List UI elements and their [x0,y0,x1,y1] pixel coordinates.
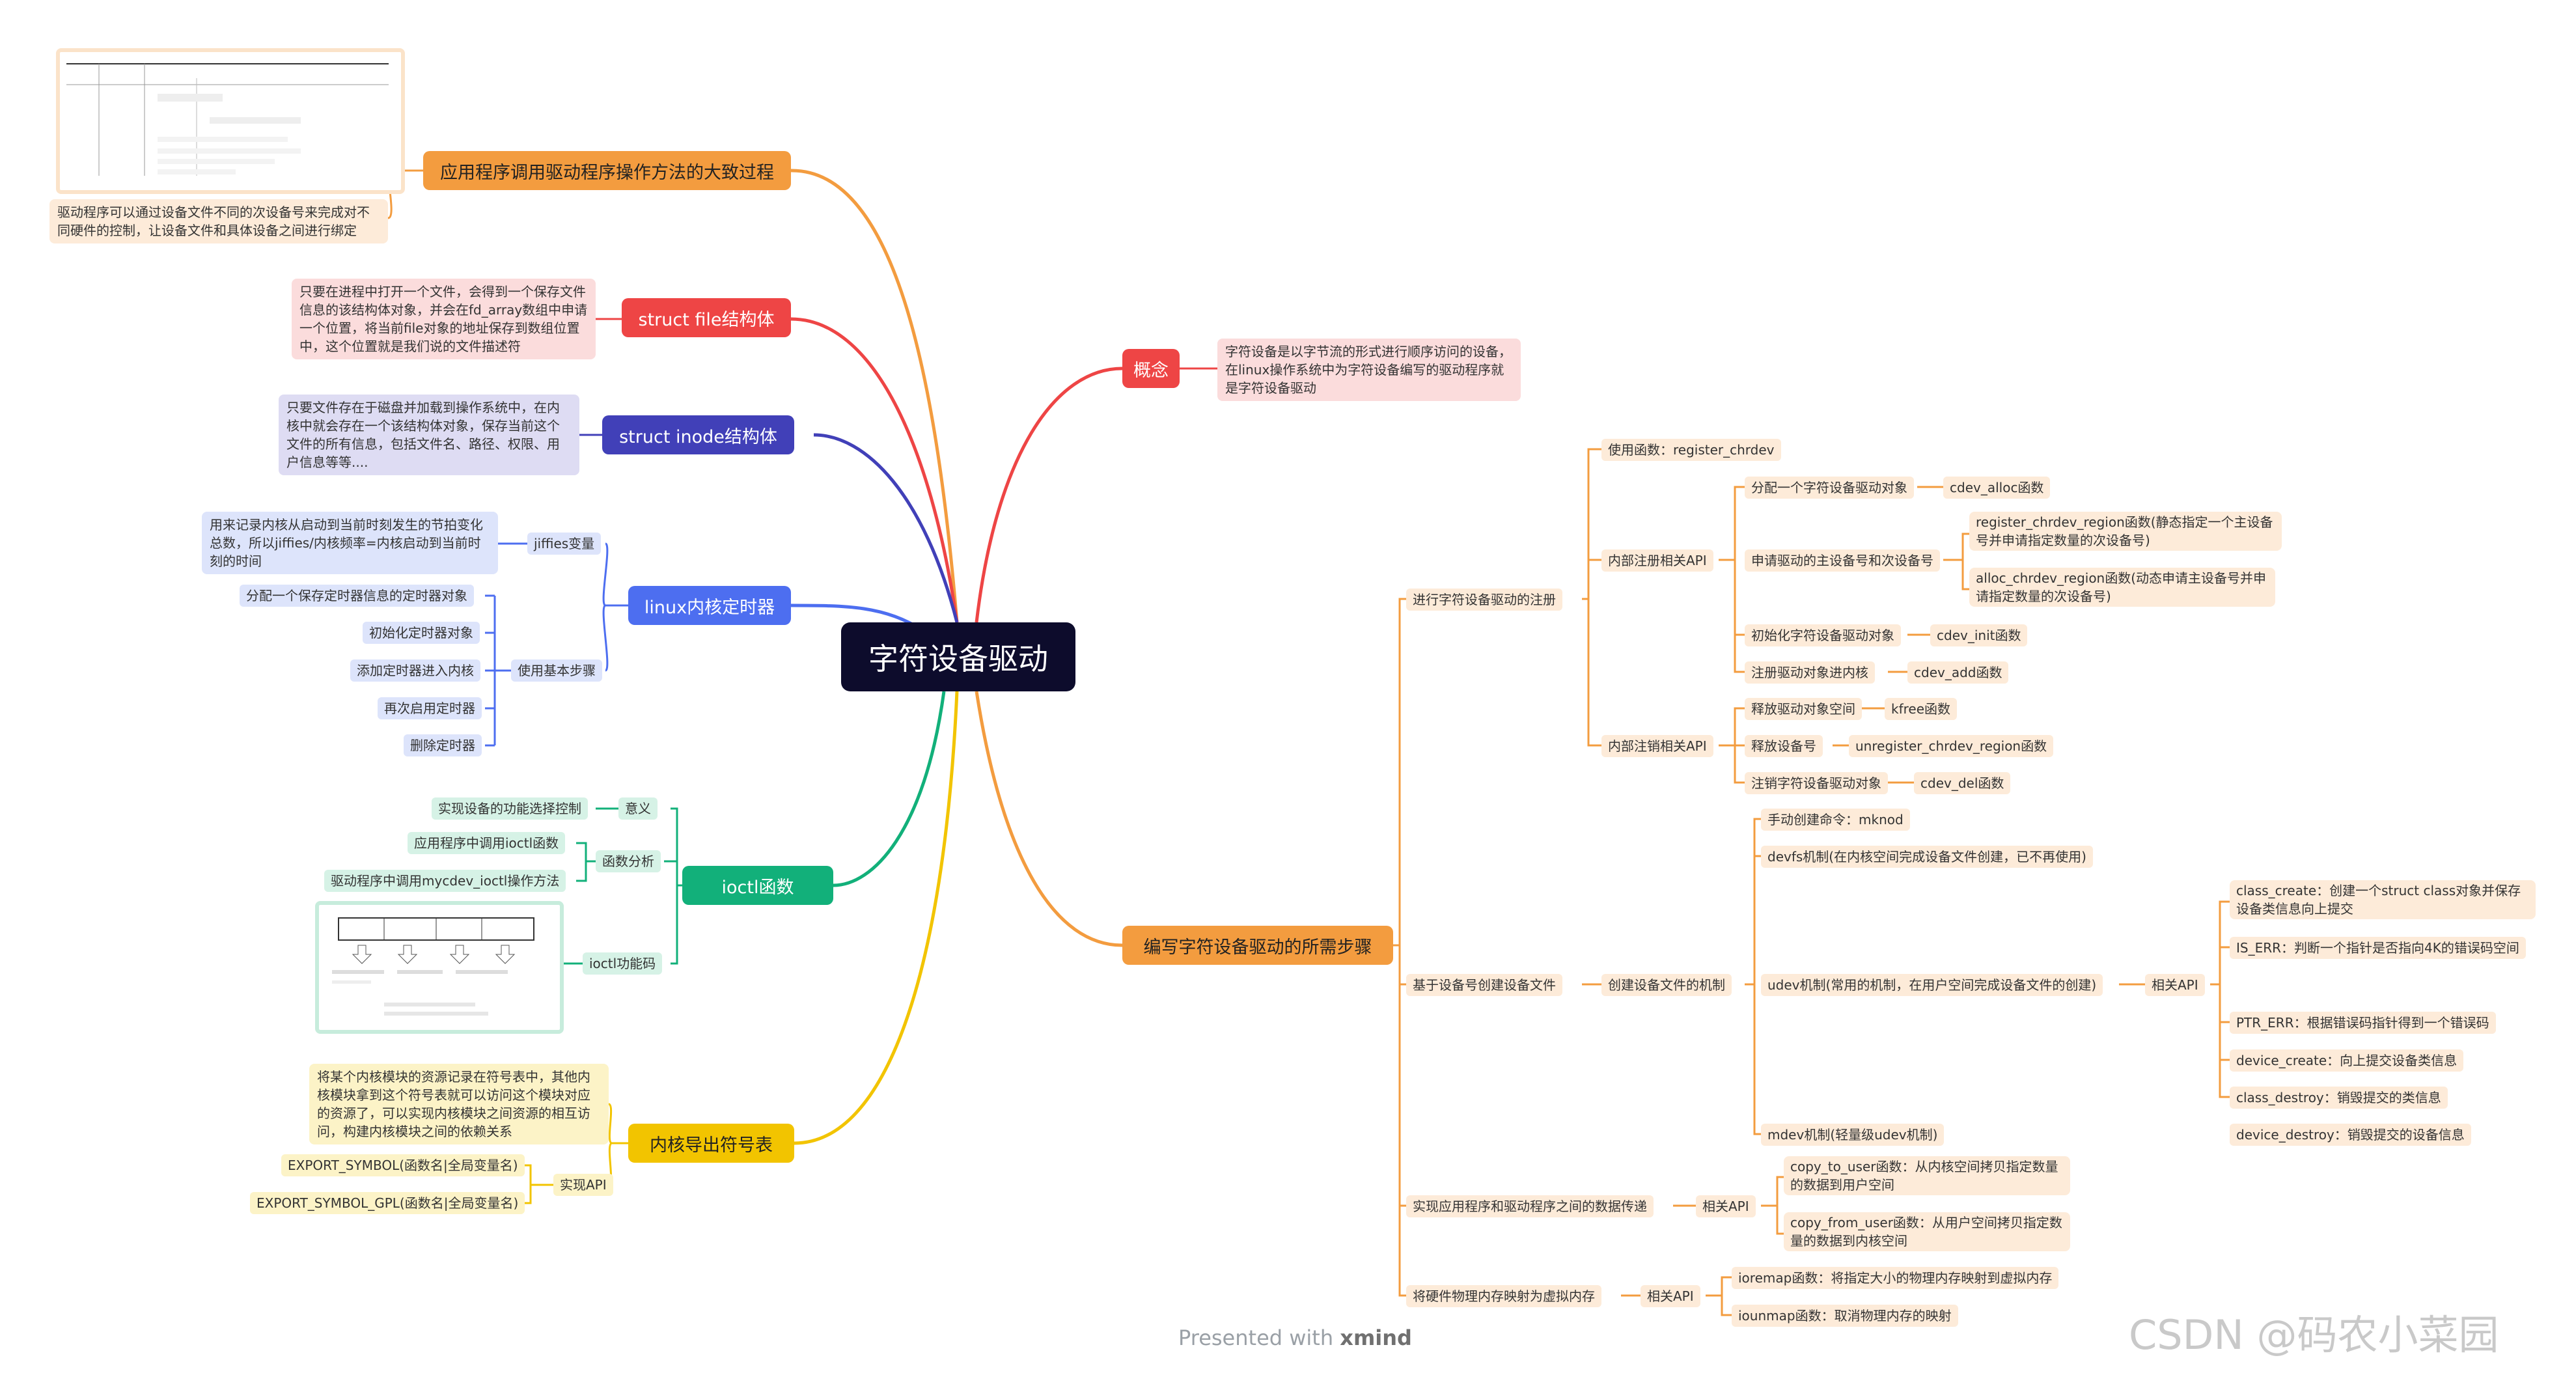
transfer-label[interactable]: 实现应用程序和驱动程序之间的数据传递 [1406,1195,1654,1217]
udev-api-ptr-err[interactable]: PTR_ERR：根据错误码指针得到一个错误码 [2230,1012,2496,1034]
concept-note: 字符设备是以字节流的形式进行顺序访问的设备，在linux操作系统中为字符设备编写… [1217,339,1521,401]
devfile-label[interactable]: 基于设备号创建设备文件 [1406,974,1562,996]
export-symbol-gpl[interactable]: EXPORT_SYMBOL_GPL(函数名|全局变量名) [250,1192,525,1214]
unreg-func-unregister-region[interactable]: unregister_chrdev_region函数 [1849,735,2054,757]
export-symbol[interactable]: EXPORT_SYMBOL(函数名|全局变量名) [281,1154,525,1176]
ioctl-analysis-app[interactable]: 应用程序中调用ioctl函数 [408,832,566,854]
branch-export-symbol[interactable]: 内核导出符号表 [628,1124,794,1163]
ioctl-code-label[interactable]: ioctl功能码 [583,952,663,975]
unreg-func-kfree[interactable]: kfree函数 [1885,698,1958,720]
ioctl-code-diagram-image [315,901,564,1034]
reg-func-register-chrdev-region[interactable]: register_chrdev_region函数(静态指定一个主设备号并申请指定… [1969,512,2282,551]
udev-api-device-create[interactable]: device_create：向上提交设备类信息 [2230,1049,2464,1072]
app-flow-diagram-image [56,48,405,194]
unreg-item-free[interactable]: 释放驱动对象空间 [1745,698,1862,720]
timer-step-4[interactable]: 再次启用定时器 [378,697,482,719]
unreg-func-cdev-del[interactable]: cdev_del函数 [1914,772,2011,794]
export-note: 将某个内核模块的资源记录在符号表中，其他内核模块拿到这个符号表就可以访问这个模块… [309,1064,609,1144]
struct-inode-note: 只要文件存在于磁盘并加载到操作系统中，在内核中就会存在一个该结构体对象，保存当前… [279,395,579,475]
devfile-mdev[interactable]: mdev机制(轻量级udev机制) [1761,1124,1945,1146]
reg-func-cdev-add[interactable]: cdev_add函数 [1907,661,2009,684]
udev-api-is-err[interactable]: IS_ERR：判断一个指针是否指向4K的错误码空间 [2230,937,2526,959]
unreg-item-del[interactable]: 注销字符设备驱动对象 [1745,772,1888,794]
reg-func-alloc-chrdev-region[interactable]: alloc_chrdev_region函数(动态申请主设备号并申请指定数量的次设… [1969,568,2275,607]
timer-step-2[interactable]: 初始化定时器对象 [363,622,480,644]
register-label[interactable]: 进行字符设备驱动的注册 [1406,589,1562,611]
branch-concept[interactable]: 概念 [1122,349,1180,388]
presented-with-text: Presented with [1178,1325,1340,1350]
devfile-udev[interactable]: udev机制(常用的机制，在用户空间完成设备文件的创建) [1761,974,2103,996]
ioctl-analysis-label[interactable]: 函数分析 [596,850,661,872]
export-api-label[interactable]: 实现API [553,1174,613,1196]
timer-steps-label[interactable]: 使用基本步骤 [511,659,602,682]
ioremap-func[interactable]: ioremap函数：将指定大小的物理内存映射到虚拟内存 [1732,1267,2059,1289]
devfile-mechanism[interactable]: 创建设备文件的机制 [1601,974,1732,996]
transfer-copy-to-user[interactable]: copy_to_user函数：从内核空间拷贝指定数量的数据到用户空间 [1784,1156,2070,1195]
timer-step-5[interactable]: 删除定时器 [404,734,482,756]
central-topic[interactable]: 字符设备驱动 [841,622,1075,691]
reg-item-alloc[interactable]: 分配一个字符设备驱动对象 [1745,477,1914,499]
branch-app-flow[interactable]: 应用程序调用驱动程序操作方法的大致过程 [423,151,791,190]
branch-struct-inode[interactable]: struct inode结构体 [602,415,794,454]
udev-api-class-destroy[interactable]: class_destroy：销毁提交的类信息 [2230,1087,2448,1109]
sequence-diagram-icon [66,63,389,176]
reg-item-init[interactable]: 初始化字符设备驱动对象 [1745,624,1901,646]
timer-step-3[interactable]: 添加定时器进入内核 [350,659,480,682]
reg-item-devnum[interactable]: 申请驱动的主设备号和次设备号 [1745,549,1940,572]
udev-api-device-destroy[interactable]: device_destroy：销毁提交的设备信息 [2230,1124,2471,1146]
register-use-func[interactable]: 使用函数：register_chrdev [1601,439,1781,461]
devfile-manual-mknod[interactable]: 手动创建命令：mknod [1761,809,1910,831]
ioctl-meaning[interactable]: 实现设备的功能选择控制 [432,797,588,820]
ioctl-analysis-driver[interactable]: 驱动程序中调用mycdev_ioctl操作方法 [324,870,566,892]
struct-file-note: 只要在进程中打开一个文件，会得到一个保存文件信息的该结构体对象，并会在fd_ar… [292,279,596,359]
transfer-copy-from-user[interactable]: copy_from_user函数：从用户空间拷贝指定数量的数据到内核空间 [1784,1212,2070,1251]
udev-api-class-create[interactable]: class_create：创建一个struct class对象并保存设备类信息向… [2230,880,2536,919]
reg-func-cdev-alloc[interactable]: cdev_alloc函数 [1943,477,2051,499]
ioremap-api-label[interactable]: 相关API [1641,1285,1700,1307]
devfile-devfs[interactable]: devfs机制(在内核空间完成设备文件创建，已不再使用) [1761,846,2093,868]
inner-unregister-api[interactable]: 内部注销相关API [1601,735,1713,757]
csdn-watermark: CSDN @码农小菜园 [2129,1311,2499,1359]
branch-struct-file[interactable]: struct file结构体 [622,298,791,337]
xmind-watermark: Presented with xmind [1178,1325,1412,1350]
branch-ioctl[interactable]: ioctl函数 [682,866,833,905]
timer-step-1[interactable]: 分配一个保存定时器信息的定时器对象 [240,585,474,607]
jiffies-note: 用来记录内核从启动到当前时刻发生的节拍变化总数，所以jiffies/内核频率=内… [202,512,498,574]
branch-driver-steps[interactable]: 编写字符设备驱动的所需步骤 [1122,926,1393,965]
inner-register-api[interactable]: 内部注册相关API [1601,549,1713,572]
transfer-api-label[interactable]: 相关API [1696,1195,1756,1217]
jiffies-variable[interactable]: jiffies变量 [527,533,602,555]
branch-linux-timer[interactable]: linux内核定时器 [628,586,791,625]
bitfield-diagram-icon [332,917,534,1016]
reg-item-add[interactable]: 注册驱动对象进内核 [1745,661,1875,684]
iounmap-func[interactable]: iounmap函数：取消物理内存的映射 [1732,1305,1958,1327]
xmind-brand: xmind [1340,1325,1412,1350]
app-flow-note: 驱动程序可以通过设备文件不同的次设备号来完成对不同硬件的控制，让设备文件和具体设… [49,199,388,243]
reg-func-cdev-init[interactable]: cdev_init函数 [1930,624,2028,646]
unreg-item-devnum[interactable]: 释放设备号 [1745,735,1823,757]
udev-api-label[interactable]: 相关API [2145,974,2205,996]
ioctl-meaning-label[interactable]: 意义 [618,797,658,820]
ioremap-label[interactable]: 将硬件物理内存映射为虚拟内存 [1406,1285,1601,1307]
